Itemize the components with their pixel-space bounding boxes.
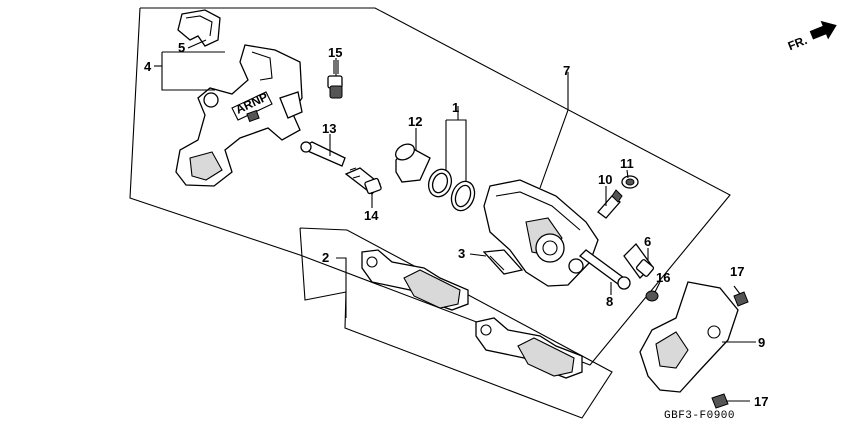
bolt-17-upper-part[interactable]	[733, 291, 749, 307]
callout-9: 9	[758, 335, 765, 350]
caliper-body-part[interactable]	[483, 179, 599, 287]
callout-11: 11	[620, 156, 634, 171]
pad-pin-part[interactable]	[579, 249, 631, 290]
front-direction-indicator: FR.	[786, 20, 837, 53]
pad-spring-part[interactable]	[177, 9, 221, 47]
callout-13: 13	[322, 121, 336, 136]
front-direction-label: FR.	[786, 33, 809, 53]
pad-set-outline	[299, 227, 613, 419]
callout-labels: 1 2 3 4 5 6 7 8 9 10 11 12 13 14 15 16 1…	[144, 40, 768, 409]
disc-guard-part[interactable]	[639, 281, 739, 393]
callout-15: 15	[328, 45, 342, 60]
callout-17-upper: 17	[730, 264, 744, 279]
callout-10: 10	[598, 172, 612, 187]
piston-part[interactable]	[393, 141, 431, 183]
plug-part[interactable]	[645, 290, 659, 302]
callout-6: 6	[644, 234, 651, 249]
retainer-clip-part[interactable]	[482, 249, 524, 275]
callout-2: 2	[322, 250, 329, 265]
brake-pad-lower-part[interactable]	[475, 317, 583, 379]
leader-lines	[154, 39, 756, 402]
pin-boot-part[interactable]	[344, 167, 382, 195]
callout-7: 7	[563, 63, 570, 78]
bolt-15-part[interactable]	[327, 60, 343, 99]
pin-bolt-part[interactable]	[300, 141, 346, 167]
callout-5: 5	[178, 40, 185, 55]
bleeder-valve-part[interactable]	[597, 189, 623, 219]
callout-4: 4	[144, 59, 152, 74]
bleeder-cap-part[interactable]	[621, 175, 639, 189]
callout-1: 1	[452, 100, 459, 115]
direction-arrow-icon	[809, 20, 837, 40]
bolt-17-lower-part[interactable]	[711, 393, 729, 409]
caliper-assembly-outline	[129, 7, 731, 366]
callout-14: 14	[364, 208, 379, 223]
caliper-bracket-part[interactable]: ARNP	[175, 44, 303, 187]
callout-16: 16	[656, 270, 670, 285]
callout-17-lower: 17	[754, 394, 768, 409]
brake-pad-upper-part[interactable]	[361, 249, 469, 311]
diagram-code: GBF3-F0900	[664, 410, 735, 422]
piston-seal-part[interactable]	[425, 166, 479, 214]
callout-8: 8	[606, 294, 613, 309]
slide-pin-part[interactable]	[623, 243, 655, 279]
callout-12: 12	[408, 114, 422, 129]
callout-3: 3	[458, 246, 465, 261]
